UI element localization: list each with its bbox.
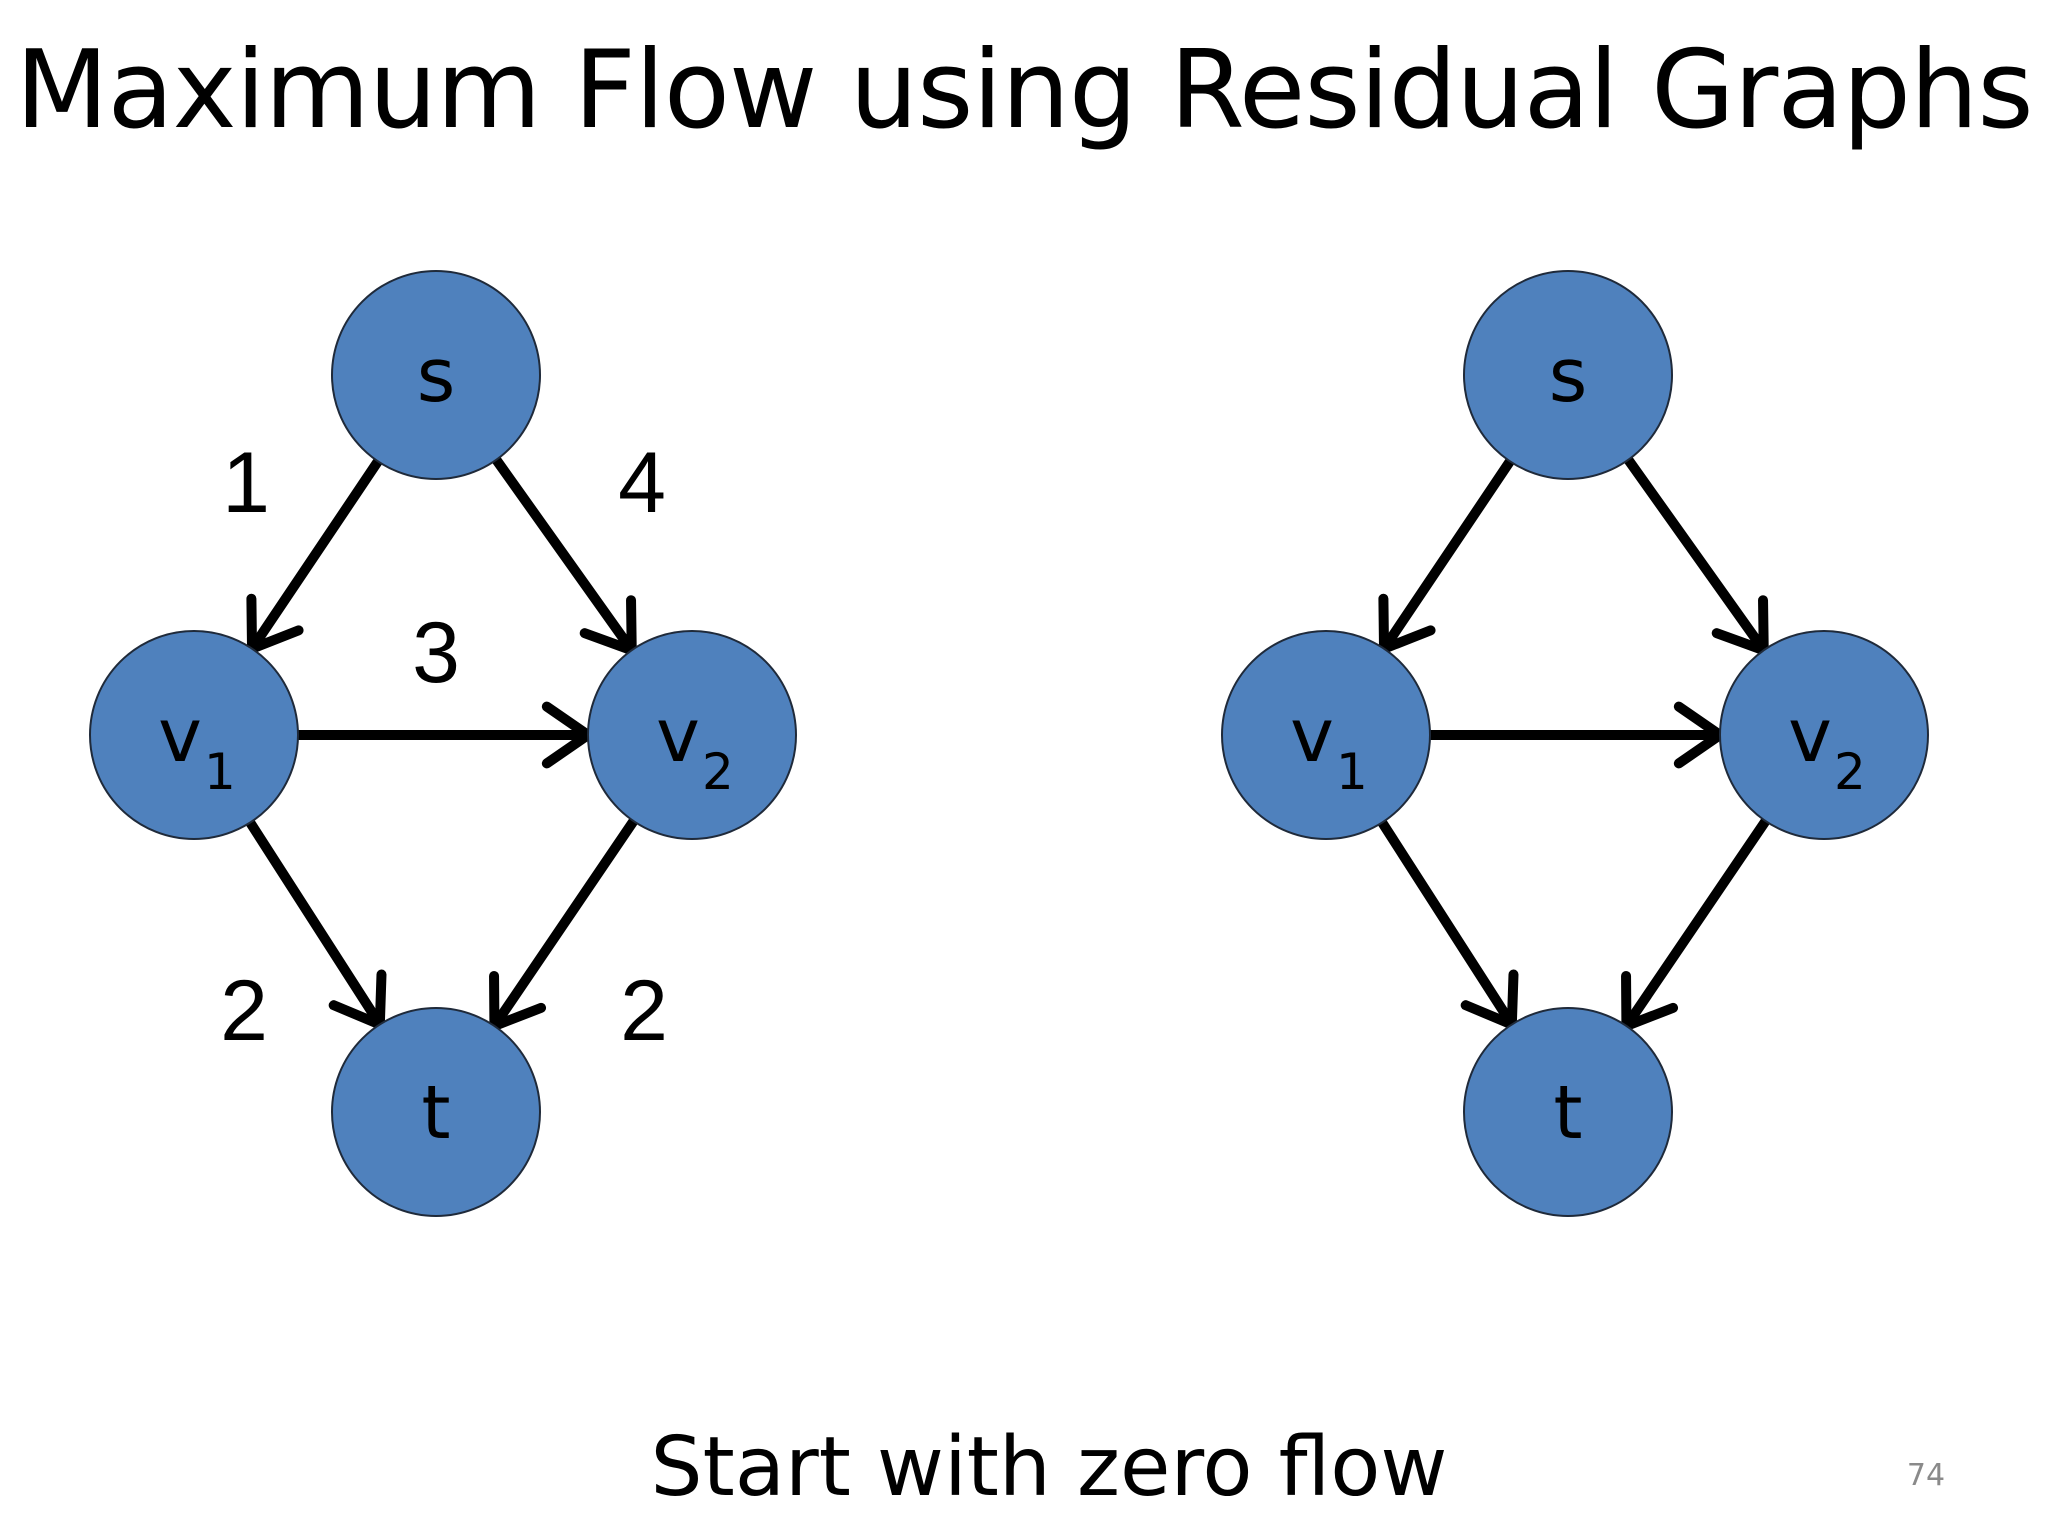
node-subscript-v2: 2 [702, 743, 734, 801]
edge-s-v1 [1378, 454, 1517, 654]
node-s: s [331, 270, 541, 480]
node-label-t: t [1553, 1070, 1582, 1156]
node-t: t [331, 1007, 541, 1217]
slide-caption: Start with zero flow [650, 1420, 1448, 1515]
node-label-s: s [1549, 333, 1588, 419]
edge-weight-v1-v2: 3 [412, 605, 460, 701]
node-subscript-v2: 2 [1834, 743, 1866, 801]
edge-v1-v2: 3 [290, 605, 593, 769]
edge-weight-v1-t: 2 [220, 963, 268, 1059]
edge-v2-t: 2 [489, 814, 668, 1059]
edge-weight-s-v2: 4 [618, 435, 666, 531]
node-label-v2: v [656, 693, 700, 779]
edge-s-v1: 1 [222, 435, 385, 654]
edge-v1-t [1376, 815, 1519, 1030]
node-label-v1: v [158, 693, 202, 779]
node-label-v2: v [1788, 693, 1832, 779]
edge-weight-s-v1: 1 [222, 435, 270, 531]
node-subscript-v1: 1 [204, 743, 236, 801]
node-label-v1: v [1290, 693, 1334, 779]
edge-s-v2: 4 [490, 435, 666, 656]
edge-v2-t [1621, 814, 1772, 1031]
edge-s-v2 [1622, 453, 1769, 656]
node-label-s: s [417, 333, 456, 419]
node-label-t: t [421, 1070, 450, 1156]
node-s: s [1463, 270, 1673, 480]
page-number: 74 [1906, 1458, 1946, 1493]
node-t: t [1463, 1007, 1673, 1217]
node-subscript-v1: 1 [1336, 743, 1368, 801]
slide-title: Maximum Flow using Residual Graphs [15, 28, 2033, 153]
edge-v1-t: 2 [220, 815, 387, 1059]
edge-v1-v2 [1422, 701, 1725, 769]
edge-weight-v2-t: 2 [620, 963, 668, 1059]
